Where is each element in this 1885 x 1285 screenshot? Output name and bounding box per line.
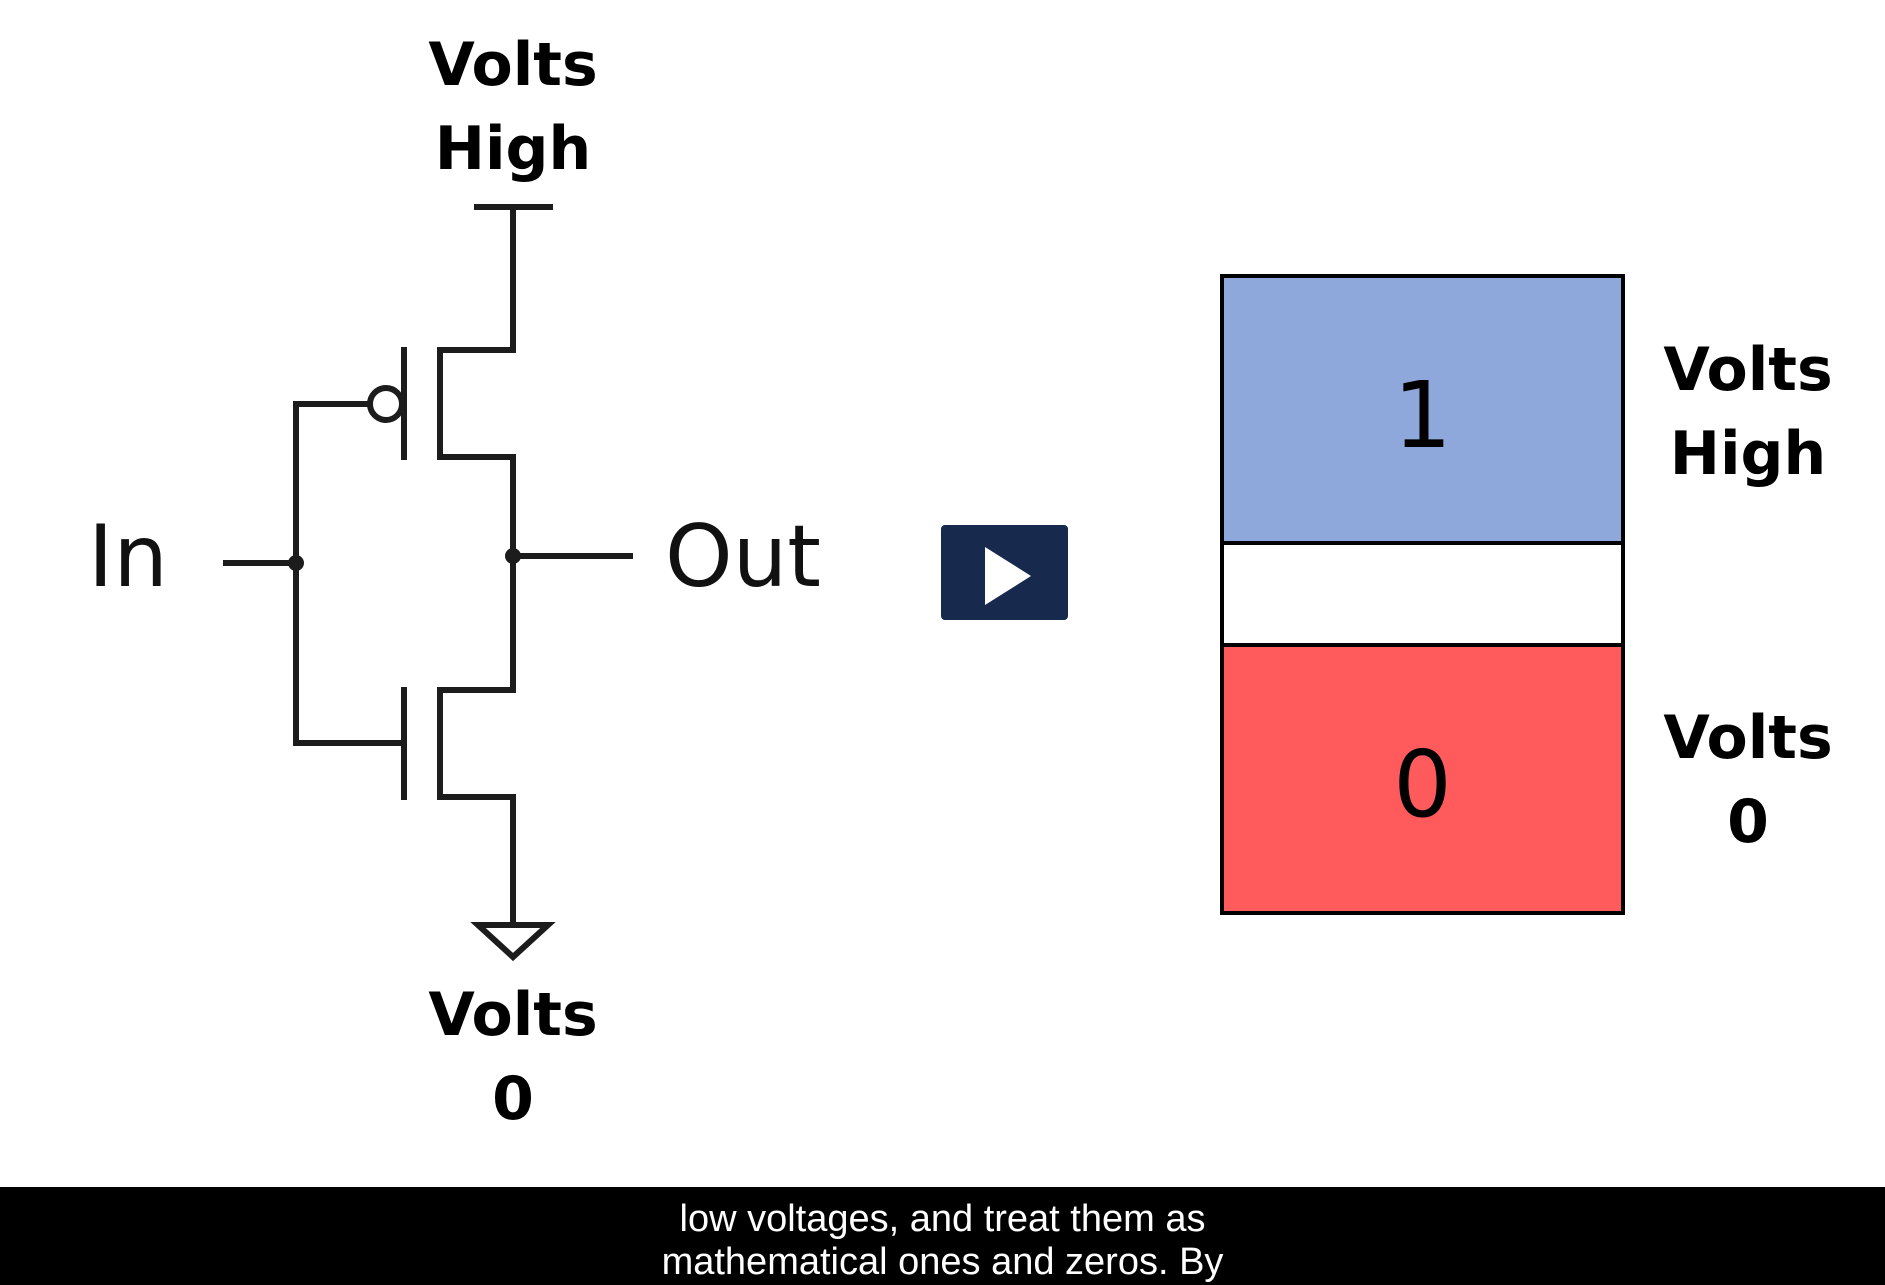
cmos-inverter-diagram (223, 204, 633, 962)
caption-bar: low voltages, and treat them as mathemat… (0, 1187, 1885, 1285)
caption-line-2: mathematical ones and zeros. By (661, 1241, 1224, 1283)
ground-label-line2: 0 (492, 1064, 534, 1134)
logic-high-block: 1 (1220, 274, 1625, 545)
ground-label: Volts 0 (413, 985, 613, 1129)
output-junction-dot (505, 548, 521, 564)
play-button[interactable] (941, 525, 1068, 620)
input-junction-dot (288, 555, 304, 571)
vdd-label-line2: High (434, 114, 592, 184)
logic-high-label: Volts High (1648, 340, 1848, 484)
ground-symbol (470, 922, 556, 962)
vdd-label-line1: Volts (428, 30, 598, 100)
logic-high-value: 1 (1393, 362, 1452, 469)
logic-low-value: 0 (1393, 731, 1452, 838)
vdd-label: Volts High (413, 35, 613, 179)
logic-high-label-line2: High (1669, 419, 1827, 489)
logic-high-label-line1: Volts (1663, 335, 1833, 405)
logic-low-block: 0 (1220, 643, 1625, 915)
logic-low-label-line2: 0 (1727, 787, 1769, 857)
logic-low-label-line1: Volts (1663, 703, 1833, 773)
play-icon (985, 547, 1031, 605)
input-label: In (88, 507, 168, 607)
logic-low-label: Volts 0 (1648, 708, 1848, 852)
ground-label-line1: Volts (428, 980, 598, 1050)
logic-gap-block (1220, 541, 1625, 647)
caption-line-1: low voltages, and treat them as (679, 1198, 1206, 1240)
output-label: Out (665, 507, 821, 607)
pmos-bubble (367, 385, 405, 423)
